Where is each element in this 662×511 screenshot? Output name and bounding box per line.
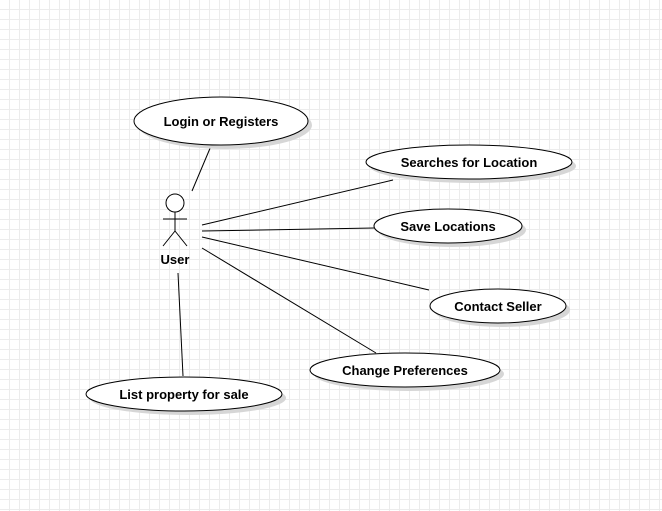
use-case-ellipse — [373, 208, 523, 244]
assoc-prefs[interactable] — [201, 247, 377, 354]
use-case-save[interactable]: Save Locations — [373, 208, 526, 247]
actor-right-leg — [174, 230, 188, 247]
use-case-login[interactable]: Login or Registers — [133, 96, 312, 149]
use-case-ellipse — [429, 288, 567, 324]
use-case-ellipse — [133, 96, 309, 146]
use-case-contact[interactable]: Contact Seller — [429, 288, 570, 327]
use-case-label: Contact Seller — [454, 299, 541, 314]
actor-user[interactable]: User — [161, 193, 190, 267]
use-case-label: Save Locations — [400, 219, 495, 234]
use-case-label: Searches for Location — [401, 155, 538, 170]
use-case-search[interactable]: Searches for Location — [365, 144, 576, 183]
assoc-list[interactable] — [177, 272, 184, 377]
assoc-save[interactable] — [201, 227, 375, 232]
use-case-ellipse — [365, 144, 573, 180]
use-case-label: Login or Registers — [164, 114, 279, 129]
actor-left-leg — [162, 230, 176, 247]
use-case-ellipse — [309, 352, 501, 388]
use-case-prefs[interactable]: Change Preferences — [309, 352, 504, 391]
actor-label: User — [161, 252, 190, 267]
use-case-label: Change Preferences — [342, 363, 468, 378]
actor-head — [165, 193, 185, 213]
assoc-login[interactable] — [191, 145, 212, 192]
use-case-ellipse — [85, 376, 283, 412]
use-case-list[interactable]: List property for sale — [85, 376, 286, 415]
assoc-contact[interactable] — [201, 236, 430, 291]
assoc-search[interactable] — [201, 179, 394, 226]
associations — [177, 145, 430, 377]
use-case-label: List property for sale — [119, 387, 248, 402]
